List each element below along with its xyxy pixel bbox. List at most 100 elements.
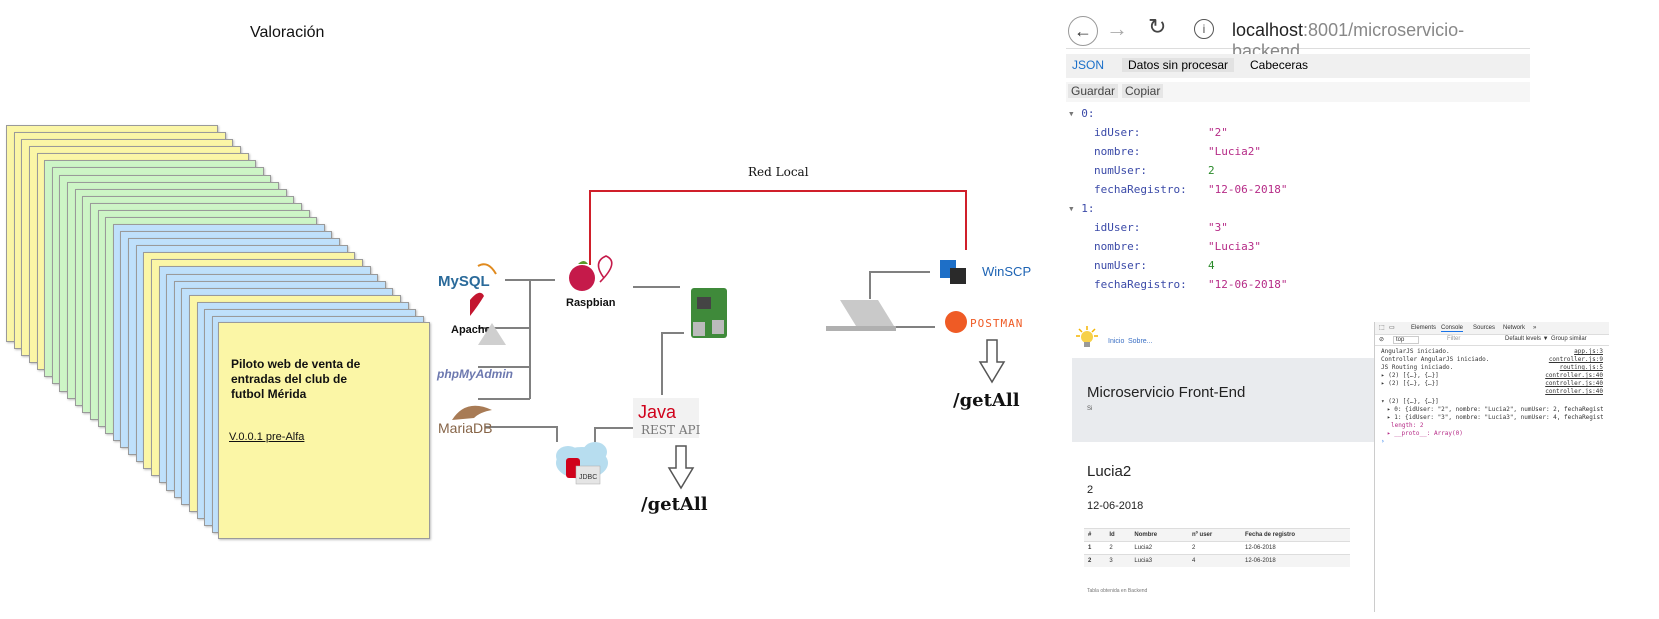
table-header: Fecha de registro [1240,528,1350,542]
tab-network[interactable]: Network [1503,325,1526,331]
json-tree: ▾ 0: idUser:"2" nombre:"Lucia2" numUser:… [1068,104,1528,294]
expanded-item[interactable]: ▸ 0: {idUser: "2", nombre: "Lucia2", num… [1387,406,1603,413]
user-name: Lucia2 [1087,463,1132,480]
table-header-row: # Id Nombre nº user Fecha de registro [1084,528,1350,542]
levels-select[interactable]: Default levels ▼ [1505,336,1549,342]
expanded-item[interactable]: ▸ 1: {idUser: "3", nombre: "Lucia3", num… [1387,414,1603,421]
page-title: Valoración [250,24,325,41]
svg-text:POSTMAN: POSTMAN [970,317,1023,330]
expanded-length: length: 2 [1391,422,1424,429]
tab-elements[interactable]: Elements [1411,325,1437,331]
table-cell: 12-06-2018 [1240,541,1350,555]
log-source-link[interactable]: controller.js:9 [1548,356,1603,363]
svg-text:Java: Java [638,402,677,422]
json-value: "Lucia2" [1208,145,1261,158]
log-source-link[interactable]: controller.js:40 [1545,380,1603,387]
log-source-link[interactable]: controller.js:40 [1545,388,1603,395]
endpoint-label-center: /getAll [641,494,708,515]
inspect-icon[interactable]: ⬚ [1379,325,1385,331]
user-date: 12-06-2018 [1087,500,1144,512]
table-caption: Tabla obtenida en Backend [1087,588,1148,594]
svg-text:Apache: Apache [451,324,491,336]
svg-text:phpMyAdmin: phpMyAdmin [436,367,513,381]
raspbian-logo: Raspbian [566,255,616,309]
filter-input[interactable]: Filter [1447,336,1461,342]
json-key: numUser: [1094,259,1147,272]
table-cell: Lucia3 [1130,554,1188,567]
hero-title: Microservicio Front-End [1087,384,1246,401]
tab-json[interactable]: JSON [1072,58,1105,72]
json-key: nombre: [1094,145,1141,158]
json-toolbar: Guardar Copiar [1066,82,1530,102]
json-key: nombre: [1094,240,1141,253]
log-text[interactable]: ▸ (2) [{…}, {…}] [1381,380,1439,387]
arrow-down-icon [667,445,695,490]
tab-raw-data[interactable]: Datos sin procesar [1122,58,1235,72]
url-host: localhost [1232,20,1304,40]
arrow-down-icon [978,339,1006,384]
laptop-icon [826,300,896,331]
note-title: Piloto web de venta de entradas del club… [231,357,361,401]
save-button[interactable]: Guardar [1068,84,1119,98]
reload-icon[interactable]: ↻ [1148,14,1167,39]
note-version-link[interactable]: V.0.0.1 pre-Alfa [229,431,305,443]
log-text: JS Routing iniciado. [1381,364,1454,371]
clear-console-icon[interactable]: ⊘ [1379,337,1385,343]
tab-sources[interactable]: Sources [1473,325,1496,331]
table-cell: 2 [1105,541,1131,555]
table-header: Nombre [1130,528,1188,542]
svg-text:MySQL: MySQL [438,273,490,290]
json-key: idUser: [1094,221,1141,234]
raspberry-pi-board-icon [691,288,727,338]
sticky-note-front[interactable]: Piloto web de venta de entradas del club… [218,322,430,539]
tab-more[interactable]: » [1533,325,1537,331]
svg-text:Raspbian: Raspbian [566,297,616,309]
context-select[interactable]: top [1393,336,1420,344]
tab-console[interactable]: Console [1441,325,1464,332]
table-header: Id [1105,528,1131,542]
java-rest-api-logo: Java REST API [633,398,701,438]
copy-button[interactable]: Copiar [1122,84,1164,98]
table-cell: 2 [1084,554,1106,567]
svg-text:MariaDB: MariaDB [438,420,492,436]
log-source-link[interactable]: app.js:3 [1574,348,1603,355]
device-icon[interactable]: ▭ [1389,325,1395,331]
json-value: 2 [1208,164,1215,177]
expanded-proto[interactable]: ▸ __proto__: Array(0) [1387,430,1463,437]
url-field[interactable]: localhost:8001/microservicio-backend [1232,20,1530,62]
table-header: nº user [1188,528,1241,542]
forward-arrow-icon[interactable]: → [1106,16,1128,41]
mariadb-logo: MariaDB [438,405,492,436]
json-viewer-tabs: JSON Datos sin procesar Cabeceras [1066,54,1530,78]
back-arrow-icon[interactable]: ← [1068,16,1098,46]
nav-inicio[interactable]: Inicio [1108,338,1125,345]
log-source-link[interactable]: controller.js:40 [1545,372,1603,379]
network-label: Red Local [748,165,809,179]
json-key: fechaRegistro: [1094,183,1187,196]
json-value: "12-06-2018" [1208,183,1288,196]
tab-headers[interactable]: Cabeceras [1250,58,1309,72]
hero-banner: Microservicio Front-End Si [1072,358,1374,442]
devtools-tabbar: ⬚ ▭ Elements Console Sources Network » [1375,322,1609,335]
table-row: 1 2 Lucia2 2 12-06-2018 [1084,541,1350,555]
table-cell: 3 [1105,554,1131,567]
log-text[interactable]: ▸ (2) [{…}, {…}] [1381,372,1439,379]
log-source-link[interactable]: routing.js:5 [1559,364,1603,371]
console-log-list: AngularJS iniciado.app.js:3 Controller A… [1381,348,1603,446]
browser-address-bar: ← → ↻ i localhost:8001/microservicio-bac… [1066,12,1530,61]
mysql-logo: MySQL [438,263,497,290]
lightbulb-logo-icon[interactable] [1076,326,1098,348]
nav-sobre[interactable]: Sobre... [1128,338,1153,345]
svg-text:WinSCP: WinSCP [982,264,1031,279]
console-prompt[interactable]: › [1381,438,1385,445]
table-cell: 1 [1084,541,1106,555]
console-filter-bar: ⊘ top Filter Default levels ▼ Group simi… [1375,335,1609,346]
network-line [589,190,967,265]
group-similar-checkbox[interactable]: Group similar [1551,336,1587,342]
json-key: fechaRegistro: [1094,278,1187,291]
info-icon[interactable]: i [1194,19,1214,39]
log-text: AngularJS iniciado. [1381,348,1450,355]
expanded-array[interactable]: ▾ (2) [{…}, {…}] [1381,398,1439,405]
hero-subtitle: Si [1087,406,1093,412]
